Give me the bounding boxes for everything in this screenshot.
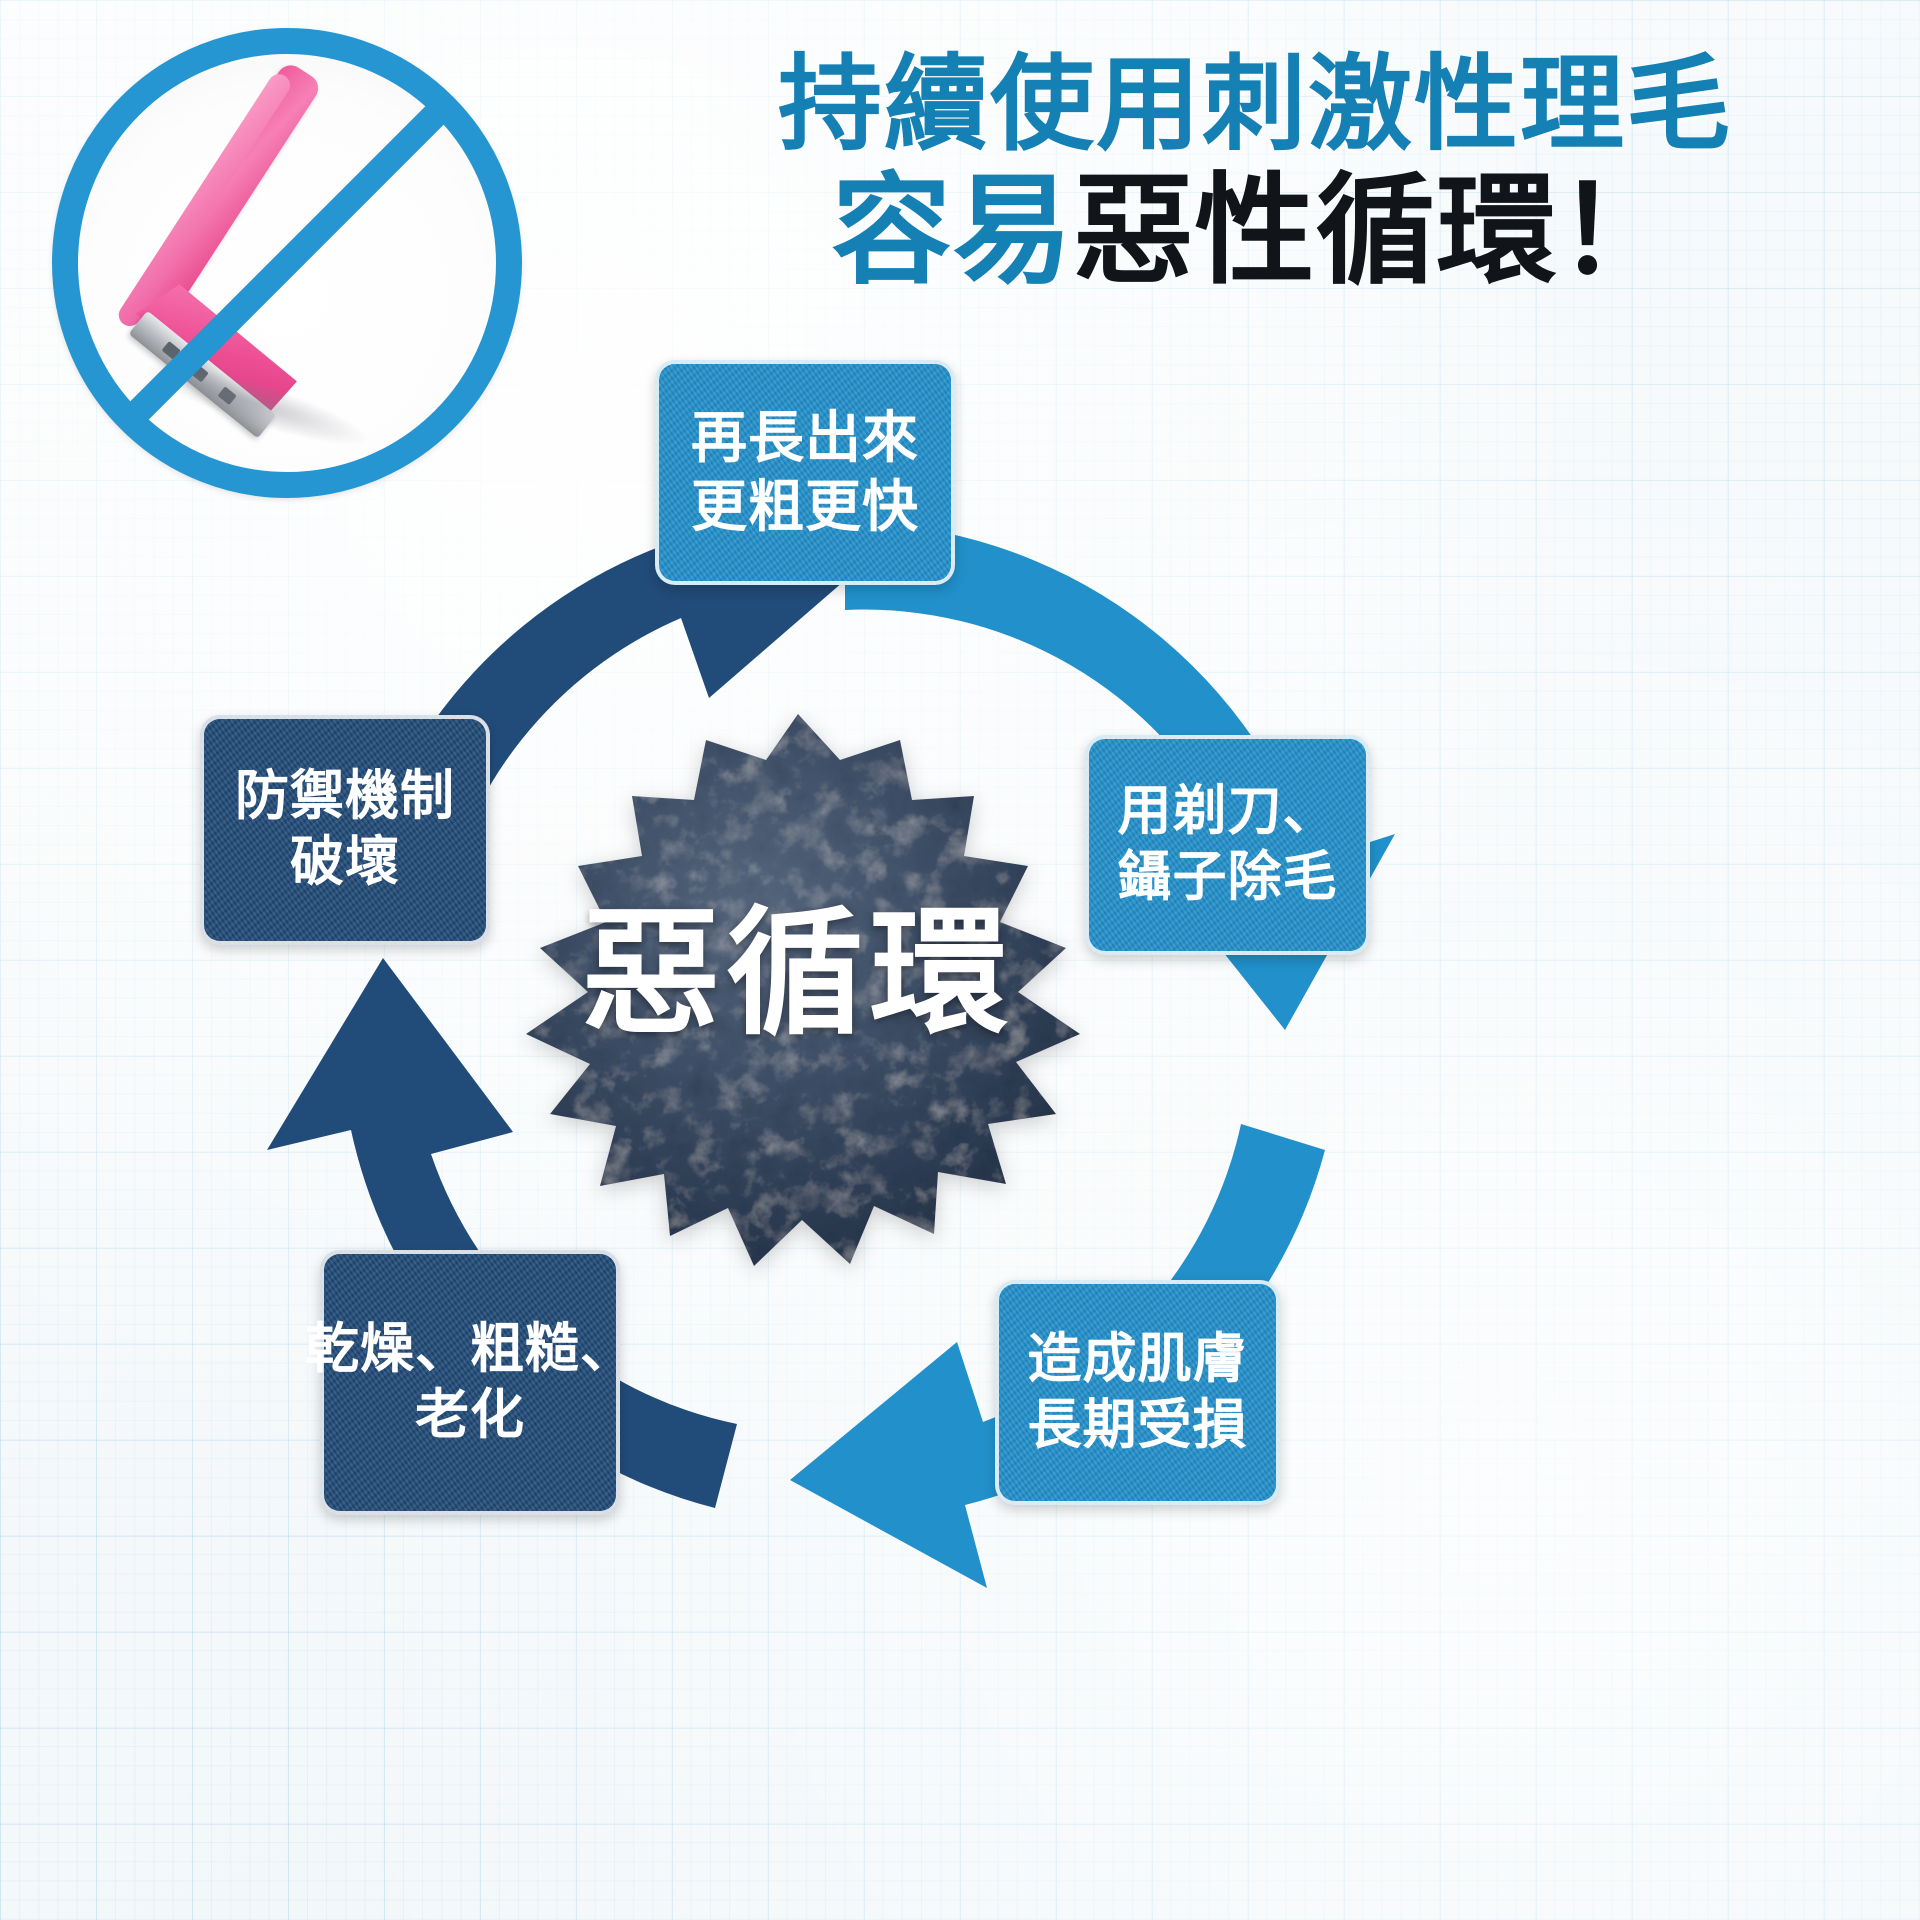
stage-box-barrier-broken[interactable]: 防禦機制 破壞 bbox=[200, 715, 490, 945]
arrow-right-bottom bbox=[790, 1124, 1325, 1588]
center-label: 惡循環 bbox=[581, 897, 1014, 1051]
stage-box-hair-removal[interactable]: 用剃刀、 鑷子除毛 bbox=[1085, 735, 1370, 955]
headline-line-2: 容易惡性循環！ bbox=[610, 170, 1900, 292]
stage-line: 破壞 bbox=[290, 832, 400, 892]
headline-line-1: 持續使用刺激性理毛 bbox=[777, 47, 1732, 163]
stage-line: 乾燥、粗糙、 bbox=[305, 1318, 635, 1379]
no-razor-badge bbox=[52, 28, 522, 498]
stage-line: 長期受損 bbox=[1027, 1394, 1248, 1455]
stage-box-skin-damage[interactable]: 造成肌膚 長期受損 bbox=[995, 1280, 1280, 1505]
headline: 持續使用刺激性理毛 容易惡性循環！ bbox=[610, 52, 1900, 292]
stage-box-dry-rough-aging[interactable]: 乾燥、粗糙、 老化 bbox=[305, 1250, 634, 1515]
stage-line: 造成肌膚 bbox=[1027, 1328, 1248, 1389]
arrow-bottom-left bbox=[267, 958, 737, 1508]
headline-line-2-black: 惡性循環！ bbox=[1073, 164, 1679, 299]
stage-line: 防禦機制 bbox=[235, 766, 455, 827]
stage-line: 鑷子除毛 bbox=[1117, 847, 1338, 907]
stage-line: 老化 bbox=[415, 1384, 525, 1445]
stage-line: 更粗更快 bbox=[691, 474, 919, 538]
vicious-cycle-center-blob: 惡循環 bbox=[488, 700, 1108, 1300]
headline-line-2-blue: 容易 bbox=[831, 164, 1074, 299]
stage-line: 再長出來 bbox=[691, 406, 919, 470]
stage-line: 用剃刀、 bbox=[1117, 781, 1338, 842]
stage-box-regrowth[interactable]: 再長出來 更粗更快 bbox=[655, 360, 955, 585]
